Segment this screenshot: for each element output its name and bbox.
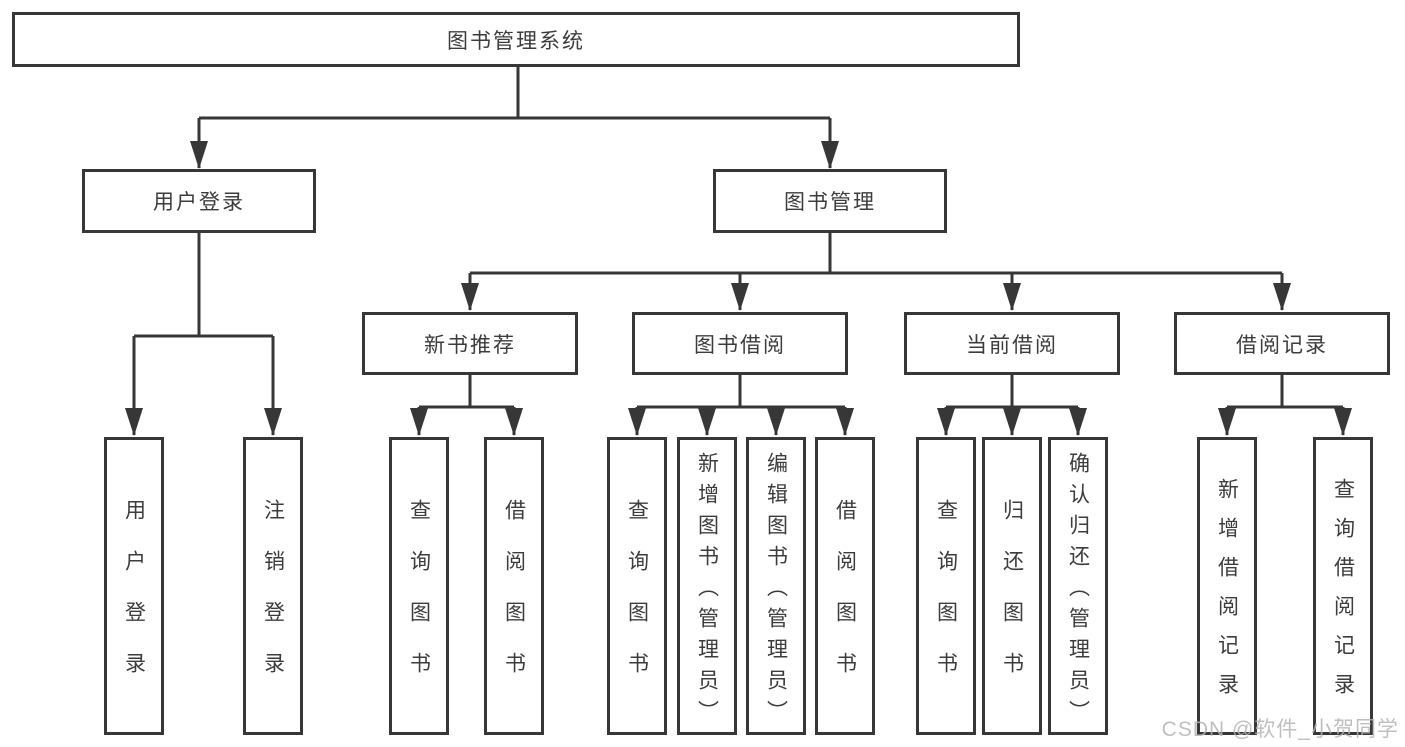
- connector-arrows: [125, 118, 1352, 436]
- node-user-login-label: 用户登录: [153, 191, 245, 214]
- leaf-add-borrow-record: 新增借阅记录: [1197, 437, 1257, 735]
- leaf-edit-books-admin-label: 编辑图书（管理员）: [764, 451, 788, 731]
- leaf-query-books-current: 查询图书: [916, 437, 976, 735]
- leaf-query-books-recommend: 查询图书: [389, 437, 449, 735]
- connector-trunks: [134, 67, 1343, 409]
- node-book-borrowing: 图书借阅: [632, 312, 848, 375]
- node-current-borrowing: 当前借阅: [904, 312, 1120, 375]
- leaf-query-books-current-label: 查询图书: [934, 499, 958, 703]
- trunk-root: [199, 67, 830, 120]
- trunk-current-borrowing: [946, 375, 1078, 409]
- leaf-confirm-return-admin: 确认归还（管理员）: [1048, 437, 1108, 735]
- leaf-add-books-admin-label: 新增图书（管理员）: [695, 451, 719, 731]
- trunk-book-borrowing: [637, 375, 845, 409]
- leaf-edit-books-admin: 编辑图书（管理员）: [746, 437, 806, 735]
- node-book-management-label: 图书管理: [784, 191, 876, 214]
- leaf-query-books-borrow-label: 查询图书: [625, 499, 649, 703]
- leaf-borrow-books-recommend-label: 借阅图书: [502, 499, 526, 703]
- leaf-query-borrow-record-label: 查询借阅记录: [1331, 478, 1355, 712]
- trunk-new-book-recommend: [419, 375, 514, 409]
- leaf-return-books-label: 归还图书: [1000, 499, 1024, 703]
- leaf-query-books-borrow: 查询图书: [607, 437, 667, 735]
- watermark-text: CSDN @软件_小贺同学: [1161, 718, 1399, 741]
- node-book-management: 图书管理: [713, 169, 947, 233]
- leaf-user-login-label: 用户登录: [122, 499, 146, 703]
- leaf-borrow-books: 借阅图书: [815, 437, 875, 735]
- node-current-borrowing-label: 当前借阅: [966, 333, 1058, 357]
- leaf-add-borrow-record-label: 新增借阅记录: [1215, 478, 1239, 712]
- node-book-borrowing-label: 图书借阅: [694, 333, 786, 357]
- node-borrowing-records: 借阅记录: [1174, 312, 1390, 375]
- leaf-user-login: 用户登录: [104, 437, 164, 735]
- leaf-query-borrow-record: 查询借阅记录: [1313, 437, 1373, 735]
- trunk-borrowing-records: [1227, 375, 1343, 409]
- leaf-logout-label: 注销登录: [261, 499, 285, 703]
- node-user-login: 用户登录: [82, 169, 316, 233]
- trunk-user-login: [134, 233, 273, 338]
- leaf-query-books-recommend-label: 查询图书: [407, 499, 431, 703]
- leaf-confirm-return-admin-label: 确认归还（管理员）: [1066, 451, 1090, 731]
- leaf-add-books-admin: 新增图书（管理员）: [677, 437, 737, 735]
- leaf-borrow-books-recommend: 借阅图书: [484, 437, 544, 735]
- node-borrowing-records-label: 借阅记录: [1236, 333, 1328, 357]
- leaf-return-books: 归还图书: [982, 437, 1042, 735]
- leaf-logout: 注销登录: [243, 437, 303, 735]
- leaf-borrow-books-label: 借阅图书: [833, 499, 857, 703]
- node-new-book-recommend-label: 新书推荐: [424, 333, 516, 357]
- node-library-management-system-label: 图书管理系统: [447, 29, 585, 53]
- node-library-management-system: 图书管理系统: [12, 12, 1020, 67]
- node-new-book-recommend: 新书推荐: [362, 312, 578, 375]
- trunk-book-management: [470, 233, 1282, 275]
